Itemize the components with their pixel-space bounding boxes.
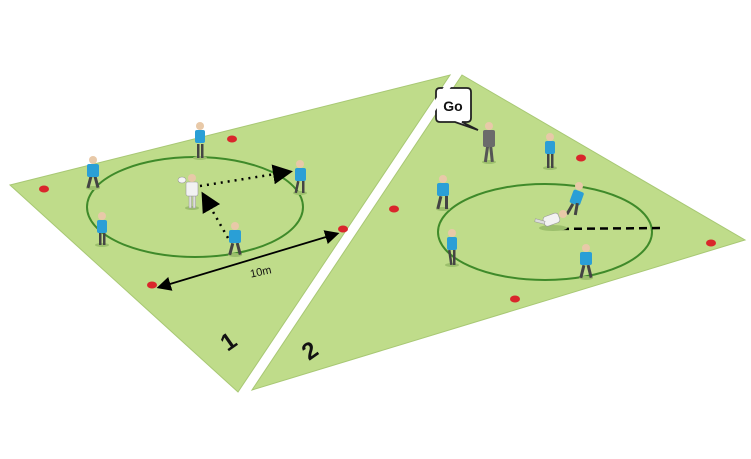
pass-arrow	[199, 164, 293, 188]
cone	[576, 154, 586, 162]
player-blue	[86, 156, 100, 190]
cone	[706, 239, 716, 247]
distance-arrow	[156, 230, 340, 291]
distance-label: 10m	[249, 264, 272, 280]
cone	[227, 135, 237, 143]
player-blue-tackler	[565, 182, 584, 216]
player-white-tackled	[534, 210, 567, 231]
run-line	[547, 226, 663, 231]
cone	[338, 225, 348, 233]
player-blue	[436, 175, 450, 211]
player-blue	[95, 212, 109, 247]
speech-text: Go	[443, 98, 462, 114]
zone-divider	[242, 72, 459, 394]
player-blue	[445, 229, 459, 267]
player-blue	[543, 133, 557, 170]
player-blue	[193, 122, 207, 160]
circle-zone-2	[437, 183, 653, 281]
cones	[39, 135, 716, 303]
speech-bubble: Go	[435, 87, 479, 131]
cone	[389, 205, 399, 213]
cone	[39, 185, 49, 193]
coach	[482, 122, 496, 164]
player-blue	[228, 222, 242, 257]
cone	[147, 281, 157, 289]
player-blue	[293, 160, 307, 195]
player-blue	[579, 244, 593, 280]
pitch-zone-2	[250, 74, 747, 391]
cone	[510, 295, 520, 303]
player-white-ball-carrier	[177, 174, 199, 210]
